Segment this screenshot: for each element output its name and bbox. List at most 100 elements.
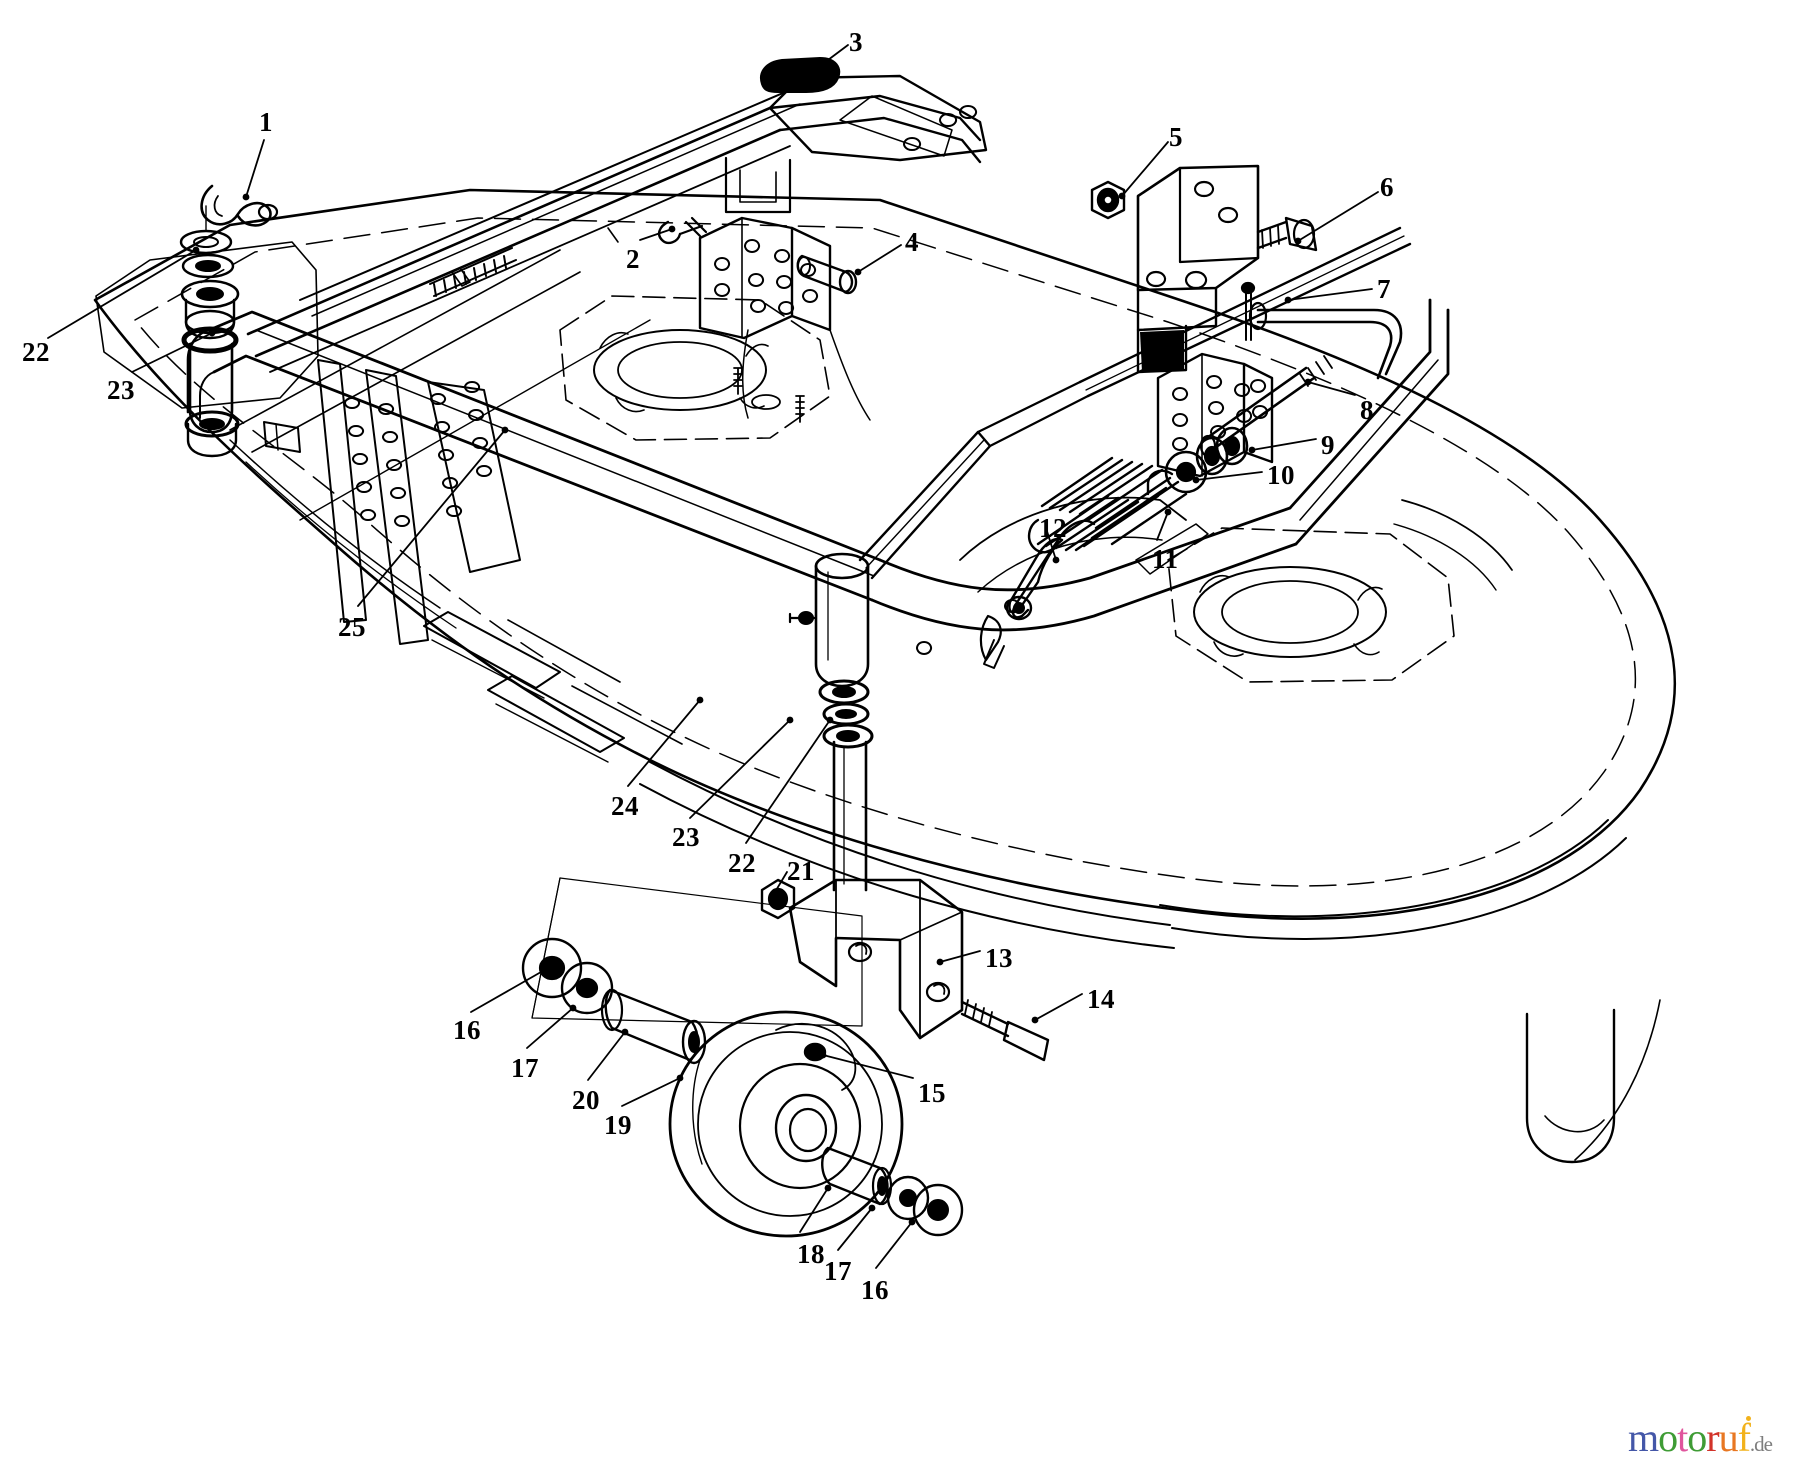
callout-number-21: 21 [787,856,815,886]
deck-left-features [95,241,683,763]
leader-dot-16 [544,964,552,972]
leader-line-9 [1251,438,1317,451]
callout-number-3: 3 [849,27,863,57]
leader-dot-7 [1284,296,1292,304]
leader-dot-9 [1248,446,1256,454]
mower-deck-housing [93,188,1677,1164]
leader-line-8 [1307,381,1356,396]
leader-line-16 [875,1221,913,1269]
callout-number-16: 16 [453,1015,481,1045]
leader-line-24 [627,699,701,787]
leader-dot-23 [208,329,216,337]
callout-number-25: 25 [338,612,366,642]
carrier-frame [186,74,1450,632]
callout-leader-dots [192,68,1312,1226]
callout-number-24: 24 [611,791,639,821]
leader-dot-20 [621,1028,629,1036]
leader-dot-11 [1164,508,1172,516]
leader-dot-22 [826,716,834,724]
leader-line-15 [822,1054,914,1079]
watermark-letter-2: t [1677,1415,1688,1460]
leader-line-11 [1156,511,1169,541]
item-2-clip [657,216,708,245]
leader-line-21 [774,871,788,893]
callout-number-18: 18 [797,1239,825,1269]
center-caster-post-assembly [788,552,874,892]
rear-rail-spring [429,247,517,297]
leader-line-14 [1034,993,1083,1021]
callout-number-12: 12 [1039,513,1067,543]
deck-top-surface-detail [229,249,1513,683]
leader-line-3 [811,44,849,73]
leader-line-18 [799,1187,829,1233]
leader-dot-17 [569,1004,577,1012]
leader-dot-21 [771,888,779,896]
callout-number-5: 5 [1169,122,1183,152]
leader-dot-12 [1052,556,1060,564]
leader-dot-5 [1118,192,1126,200]
leader-dot-25 [501,426,509,434]
callout-number-23: 23 [107,375,135,405]
right-lower-plates [1156,352,1274,478]
wheel-hardware [521,877,964,1237]
callout-number-19: 19 [604,1110,632,1140]
leader-line-12 [1045,527,1057,561]
leader-line-23 [131,332,213,373]
callout-number-23: 23 [672,822,700,852]
leader-dot-17 [868,1204,876,1212]
leader-dot-3 [808,68,816,76]
callout-number-10: 10 [1267,460,1295,490]
leader-dot-14 [1031,1016,1039,1024]
leader-dot-15 [819,1051,827,1059]
watermark-dot-icon [1746,1416,1751,1421]
leader-line-7 [1287,288,1373,301]
leader-line-17 [526,1007,574,1049]
watermark-letter-0: m [1628,1415,1659,1460]
callout-leader-lines [47,44,1379,1269]
leader-line-16 [470,967,549,1013]
leader-line-22 [47,249,197,339]
callout-number-6: 6 [1380,172,1394,202]
callout-number-11: 11 [1152,544,1179,574]
callout-number-13: 13 [985,943,1013,973]
leader-dot-19 [676,1074,684,1082]
leader-line-25 [357,429,506,607]
leader-line-10 [1195,471,1263,481]
callout-number-20: 20 [572,1085,600,1115]
leader-dot-1 [242,193,250,201]
callout-number-22: 22 [22,337,50,367]
leader-line-1 [245,139,265,198]
callout-number-14: 14 [1087,984,1115,1014]
leader-line-19 [621,1077,681,1107]
callout-number-9: 9 [1321,430,1335,460]
leader-dot-4 [854,268,862,276]
leader-dot-8 [1304,378,1312,386]
leader-dot-13 [936,958,944,966]
callout-number-4: 4 [905,227,919,257]
mid-deck-tab-holes [916,599,1021,655]
leader-line-6 [1297,191,1379,242]
watermark-letter-6: f [1737,1415,1751,1460]
callout-number-2: 2 [626,244,640,274]
leader-dot-22 [192,246,200,254]
leader-line-2 [639,228,673,241]
callout-number-22: 22 [728,848,756,878]
left-pivot-post-assembly [179,184,279,458]
watermark-letter-3: o [1687,1415,1707,1460]
watermark-suffix: .de [1749,1432,1773,1456]
leader-line-4 [857,244,902,273]
leader-line-5 [1121,141,1169,197]
leader-dot-6 [1294,237,1302,245]
callout-number-1: 1 [259,107,273,137]
leader-line-22 [745,719,831,844]
watermark-letter-5: u [1718,1415,1739,1460]
callout-number-7: 7 [1377,274,1391,304]
watermark-letter-1: o [1658,1415,1678,1460]
leader-dot-18 [824,1184,832,1192]
leader-dot-23 [786,716,794,724]
leader-dot-2 [668,225,676,233]
caster-wheel [668,1010,904,1238]
callout-number-17: 17 [824,1256,852,1286]
